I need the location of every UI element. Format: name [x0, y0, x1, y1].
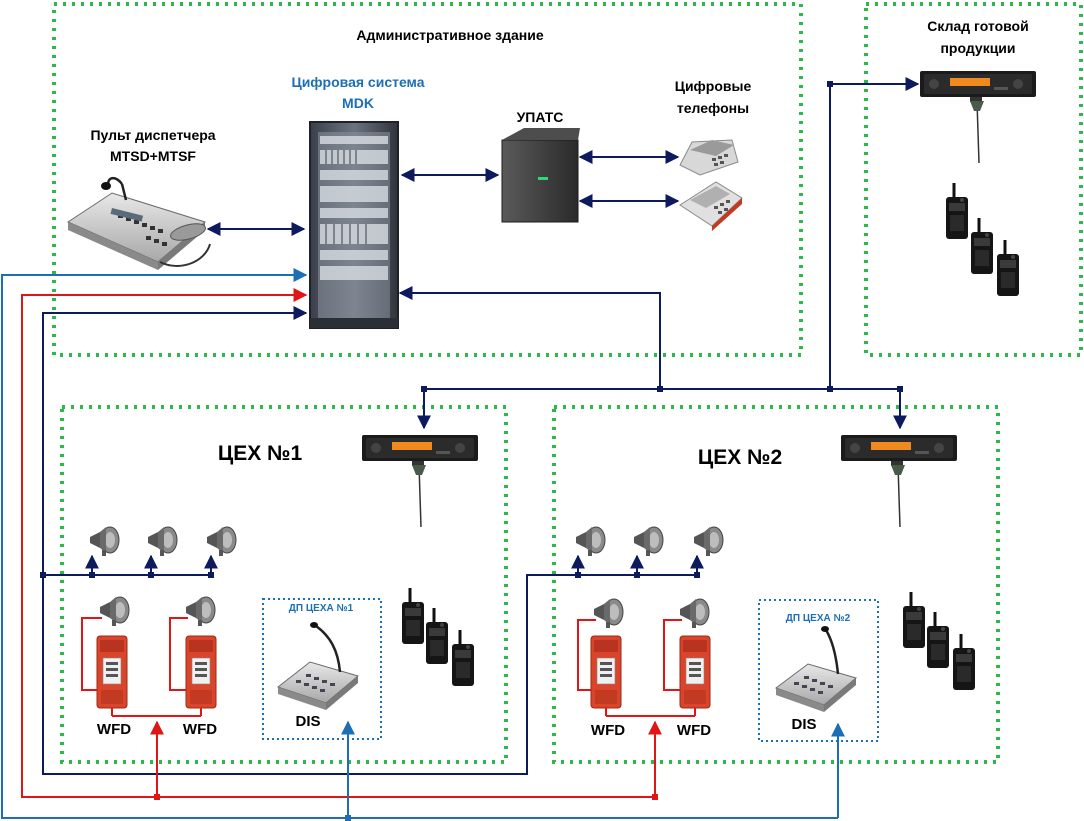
dispatcher-title-line2: MTSD+MTSF [110, 148, 196, 164]
handheld-radio-icon [450, 628, 476, 688]
zone-workshop-2 [552, 405, 1000, 764]
wfd-unit-icon [679, 635, 711, 709]
admin-building-title: Административное здание [356, 27, 543, 43]
warehouse-title-line1: Склад готовой [927, 18, 1028, 34]
wfd-label-1: WFD [97, 721, 131, 738]
workshop-2-title: ЦЕХ №2 [698, 446, 782, 469]
mdk-title-line1: Цифровая система [291, 74, 424, 90]
loudspeaker-icon [206, 526, 237, 557]
pbx-title: УПАТС [517, 109, 564, 125]
mobile-radio-icon [919, 70, 1037, 164]
dp-box-1 [262, 598, 382, 740]
loudspeaker-icon [593, 598, 624, 629]
mdk-title-line2: MDK [342, 95, 374, 111]
workshop-1-title: ЦЕХ №1 [218, 442, 303, 465]
mobile-radio-icon [840, 434, 958, 528]
handheld-radio-icon [969, 216, 995, 276]
zone-admin-building [52, 2, 803, 357]
pbx-box-icon [501, 128, 580, 223]
dis-label-1: DIS [295, 713, 320, 730]
handheld-radio-icon [995, 238, 1021, 298]
dispatcher-title-line1: Пульт диспетчера [90, 127, 215, 143]
phones-title-line2: телефоны [677, 100, 749, 116]
loudspeaker-icon [679, 598, 710, 629]
wfd-unit-icon [590, 635, 622, 709]
loudspeaker-icon [147, 526, 178, 557]
phones-title-line1: Цифровые [675, 78, 752, 94]
handheld-radio-icon [424, 606, 450, 666]
handheld-radio-icon [925, 610, 951, 670]
dp-1-title: ДП ЦЕХА №1 [289, 603, 354, 614]
dp-2-title: ДП ЦЕХА №2 [786, 613, 851, 624]
handheld-radio-icon [400, 586, 426, 646]
handheld-radio-icon [951, 632, 977, 692]
wfd-label-2: WFD [183, 721, 217, 738]
link-wfd-line [21, 288, 696, 798]
dis-label-2: DIS [791, 716, 816, 733]
junction-dots [40, 572, 700, 578]
junction-dots [154, 794, 658, 800]
link-radio-network [398, 77, 920, 430]
loudspeaker-icon [693, 526, 724, 557]
loudspeaker-icon [99, 596, 130, 627]
zone-warehouse [864, 2, 1083, 357]
zone-workshop-1 [60, 405, 508, 764]
warehouse-title-line2: продукции [940, 40, 1015, 56]
loudspeaker-icon [89, 526, 120, 557]
loudspeaker-icon [575, 526, 606, 557]
junction-dots [345, 815, 351, 821]
handheld-radio-icon [901, 590, 927, 650]
server-rack-icon [309, 121, 399, 329]
loudspeaker-icon [185, 596, 216, 627]
junction-dots [421, 81, 903, 392]
desk-phone-icon [679, 139, 739, 176]
mobile-radio-icon [361, 434, 479, 528]
wfd-unit-icon [185, 635, 217, 709]
dispatcher-console-icon [66, 176, 211, 270]
link-dis-line [1, 268, 845, 819]
loudspeaker-icon [633, 526, 664, 557]
wfd-unit-icon [96, 635, 128, 709]
wfd-label-4: WFD [677, 722, 711, 739]
handheld-radio-icon [944, 181, 970, 241]
microphone-console-icon [774, 626, 858, 712]
link-loudspeaker-line [42, 306, 704, 775]
desk-phone-icon [679, 181, 743, 231]
wfd-label-3: WFD [591, 722, 625, 739]
microphone-console-icon [276, 622, 360, 710]
